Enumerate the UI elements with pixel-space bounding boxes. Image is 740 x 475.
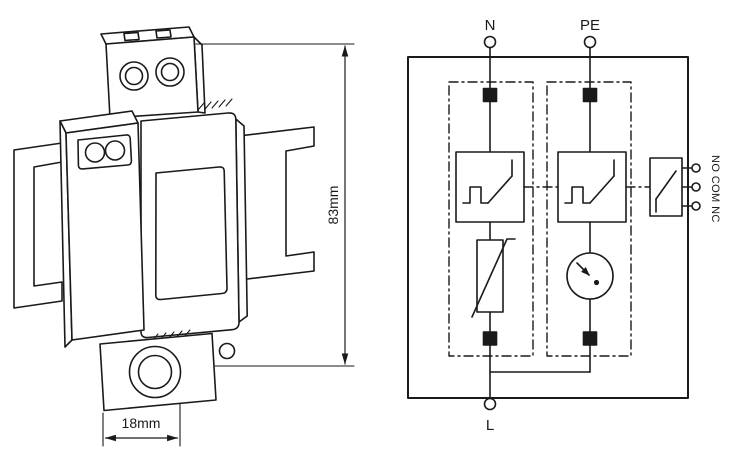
varistor-symbol (471, 238, 516, 318)
thermal-disconnect-left (455, 151, 525, 223)
width-dimension-label: 18mm (122, 415, 161, 431)
indicator-window-left (84, 142, 106, 163)
front-module (59, 110, 145, 348)
terminal-pe: PE (580, 17, 600, 90)
aux-terminal-no (691, 163, 701, 173)
clamp-terminal (482, 331, 498, 346)
terminal-l-label: L (486, 417, 494, 434)
remote-signal-contact: NO COM NC (523, 155, 721, 223)
mounting-foot (99, 332, 217, 412)
terminal-pe-label: PE (580, 17, 600, 34)
screw-terminal-right (155, 57, 185, 87)
bottom-bus (489, 344, 591, 373)
rail-clip-screw (218, 342, 236, 360)
mounting-hole-inner (137, 354, 173, 390)
indicator-window-frame (77, 134, 133, 170)
screw-terminal-left (119, 61, 149, 91)
dimension-width: 18mm (102, 403, 181, 447)
aux-terminal-com (691, 182, 701, 192)
schematic-outline (407, 56, 689, 399)
aux-terminal-nc (691, 201, 701, 211)
dimension-height: 83mm (195, 43, 355, 367)
gdt-branch (546, 81, 632, 357)
thermal-disconnect-right (557, 151, 627, 223)
clamp-terminal (582, 87, 598, 103)
height-dimension-label: 83mm (325, 186, 341, 225)
din-rail-left-segment (13, 142, 63, 309)
circuit-schematic: N PE (407, 17, 721, 434)
gas-discharge-tube-symbol (566, 252, 614, 300)
clamp-terminal (482, 87, 498, 103)
indicator-window-right (104, 140, 126, 161)
terminal-l: L (483, 344, 497, 434)
terminal-n: N (483, 17, 497, 90)
device-isometric-view: 83mm 18mm (13, 26, 355, 447)
terminal-block (100, 26, 206, 119)
clamp-terminal (582, 331, 598, 346)
varistor-branch (448, 81, 534, 357)
vent-slots (151, 98, 233, 342)
terminal-n-label: N (485, 17, 496, 34)
label-window (155, 166, 228, 301)
din-rail-right-segment (229, 126, 315, 282)
aux-contact-label: NO COM NC (709, 155, 721, 223)
device-main-body (140, 112, 248, 360)
